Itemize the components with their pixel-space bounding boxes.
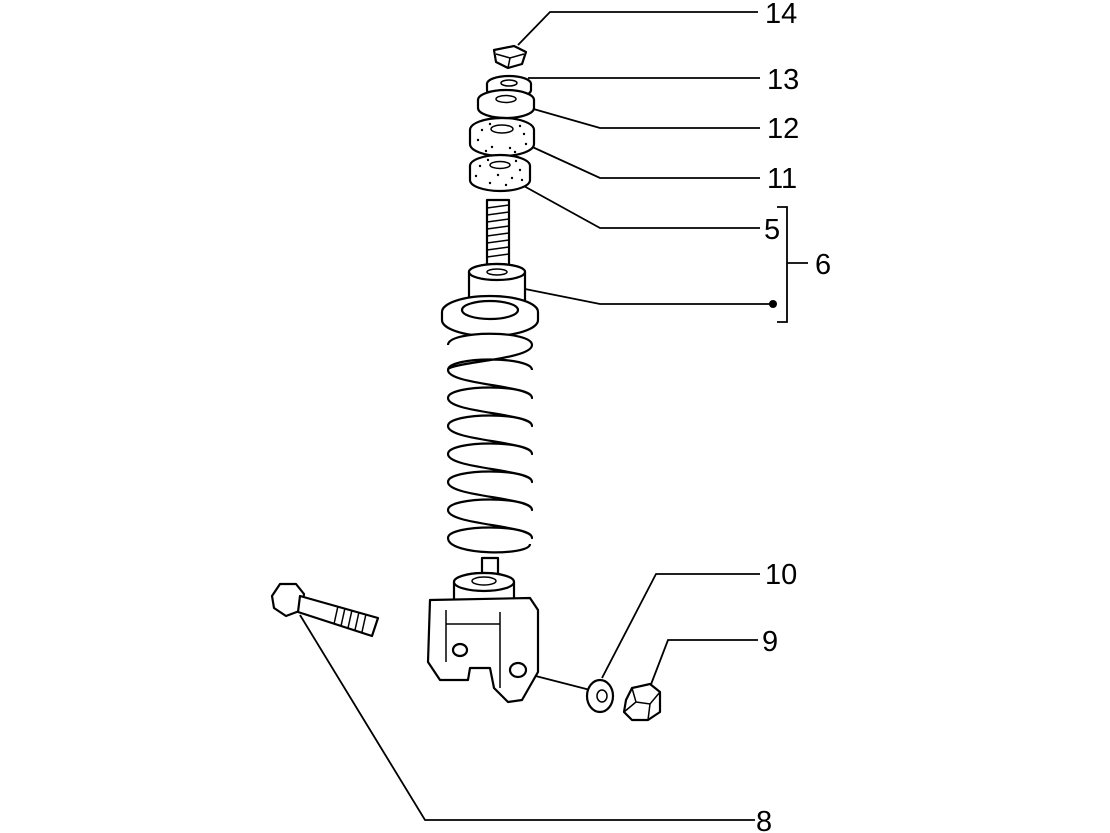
part-10-washer [585,678,615,714]
part-11-rubber-bush [468,116,536,158]
leader-9 [649,639,758,688]
callout-5: 5 [764,214,780,246]
part-12-cup [476,88,536,120]
leader-10 [601,573,760,679]
leader-6-dot [769,300,777,308]
part-9-nut [622,682,662,722]
leader-6-assembly [519,287,770,305]
leader-14 [517,11,758,46]
leader-lines [299,11,808,821]
leader-11 [527,144,760,179]
callout-14: 14 [765,0,797,30]
spring-coils [446,332,534,554]
callout-8: 8 [756,806,772,833]
part-6-shock-absorber [426,198,540,704]
part-5-rubber-bush [468,153,532,193]
leader-12 [529,107,760,129]
bracket-6 [777,206,788,323]
callout-11: 11 [767,163,797,195]
callout-10: 10 [765,559,797,591]
callout-labels: 14 13 12 11 5 6 10 9 8 [756,0,831,833]
leader-8 [299,614,755,821]
part-8-bolt [270,582,380,638]
leader-5 [521,184,760,229]
callout-9: 9 [762,626,778,658]
callout-13: 13 [767,64,799,96]
callout-6: 6 [815,249,831,281]
callout-12: 12 [767,113,799,145]
part-14-nut [492,44,528,70]
